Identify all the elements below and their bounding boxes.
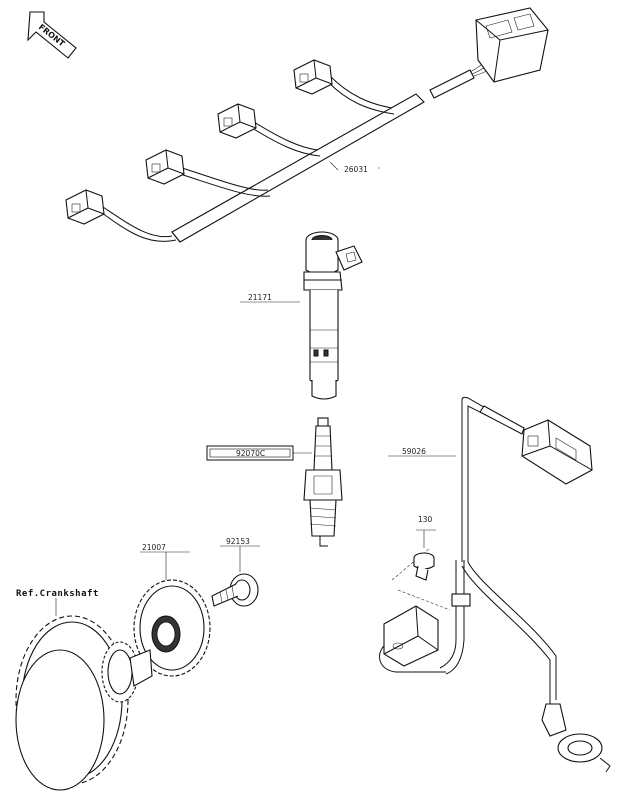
main-connector	[475, 7, 549, 83]
spark-plug[interactable]: 92070C	[206, 417, 343, 547]
coil-connector-4	[293, 59, 395, 115]
sensor-bracket	[379, 605, 446, 673]
timing-rotor[interactable]: 21007	[133, 543, 211, 677]
label-spark-plug: 92070C	[236, 449, 265, 458]
ref-crankshaft-label: Ref.Crankshaft	[16, 589, 99, 599]
coil-connector-2	[145, 149, 271, 197]
coil-connector-3	[217, 103, 321, 157]
label-harness: 26031	[344, 165, 368, 174]
label-bolt-92153: 92153	[226, 537, 250, 546]
bolt-92153[interactable]: 92153	[211, 537, 260, 607]
label-rotor: 21007	[142, 543, 166, 552]
ignition-coil[interactable]: 21171	[240, 231, 363, 400]
crank-sensor[interactable]: 59026	[379, 396, 611, 773]
label-ignition-coil: 21171	[248, 293, 272, 302]
sensor-connector	[521, 419, 593, 485]
coil-connector-1	[65, 189, 177, 242]
wiring-harness[interactable]: 26031	[65, 7, 549, 243]
label-bolt-130: 130	[418, 515, 433, 524]
crankshaft-reference: Ref.Crankshaft	[15, 589, 153, 791]
front-arrow-icon: FRONT	[27, 11, 77, 59]
label-sensor: 59026	[402, 447, 426, 456]
bolt-130[interactable]: 130	[413, 515, 436, 581]
